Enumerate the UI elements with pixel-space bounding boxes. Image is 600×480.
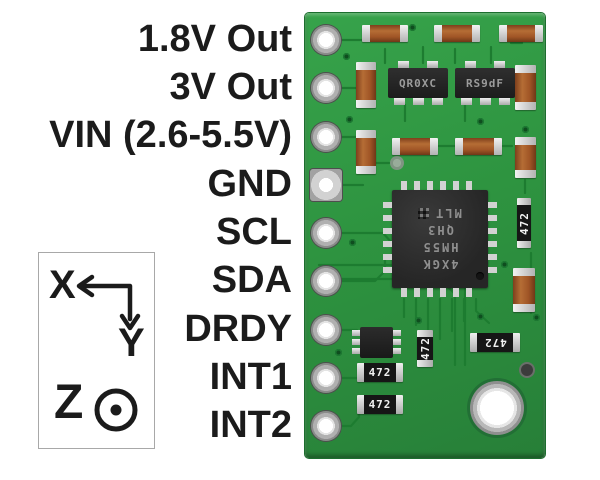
pin-hole-sda — [311, 266, 341, 296]
via — [346, 116, 353, 123]
capacitor — [356, 62, 376, 108]
resistor-472: 472 — [470, 333, 520, 352]
via — [343, 53, 350, 60]
z-axis-label: Z — [54, 376, 84, 429]
main-sensor-chip: 4XGK HM55 QH3 MLT — [383, 181, 497, 297]
resistor-472: 472 — [517, 198, 531, 248]
resistor-marking: 472 — [517, 211, 531, 235]
resistor-marking: 472 — [483, 336, 507, 349]
pcb-board: QR0XC RS9dF 4XGK HM55 QH3 MLT — [305, 13, 545, 458]
chip-marking: 4XGK HM55 QH3 MLT — [392, 190, 488, 288]
pin-label-drdy: DRDY — [184, 308, 292, 350]
pin-label-gnd: GND — [207, 163, 292, 205]
resistor-marking: 472 — [368, 398, 392, 411]
pin-label-3v-out: 3V Out — [169, 66, 292, 108]
pin-hole-scl — [311, 218, 341, 248]
fiducial-dot — [390, 156, 404, 170]
chip-pads-bottom — [401, 288, 479, 297]
tooling-dot — [521, 364, 533, 376]
axis-orientation-box: X Y Z — [38, 252, 155, 449]
chip-pads-left — [383, 202, 392, 276]
via — [522, 126, 529, 133]
pin-label-int2: INT2 — [209, 404, 292, 446]
pin-hole-3v — [311, 73, 341, 103]
via — [477, 118, 484, 125]
chip-pads-top — [401, 181, 479, 190]
voltage-regulator-chip-1: QR0XC — [388, 61, 448, 105]
capacitor — [515, 65, 536, 110]
pin-hole-vin — [311, 122, 341, 152]
resistor-marking: 472 — [368, 366, 392, 379]
resistor-472: 472 — [357, 363, 403, 382]
capacitor — [499, 25, 543, 42]
x-y-arrow-elbow — [77, 283, 133, 322]
resistor-marking: 472 — [418, 337, 432, 360]
resistor-472: 472 — [417, 330, 433, 367]
pin-hole-drdy — [311, 315, 341, 345]
pin-label-vin: VIN (2.6-5.5V) — [49, 114, 292, 156]
via — [501, 261, 508, 268]
capacitor — [356, 130, 376, 174]
capacitor — [515, 137, 536, 178]
regulator-1-marking: QR0XC — [398, 76, 438, 90]
via — [349, 239, 356, 246]
small-transistor-chip — [352, 327, 401, 358]
pin-hole-int2 — [311, 411, 341, 441]
chip-marking-line: MLT — [434, 206, 462, 221]
y-axis-arrowhead-icon — [119, 313, 141, 331]
chip-logo-mark — [418, 208, 430, 219]
pin-hole-gnd — [310, 169, 342, 201]
via — [533, 314, 540, 321]
chip-pin1-marker — [476, 272, 484, 280]
pin-label-1v8-out: 1.8V Out — [137, 18, 292, 60]
via — [409, 24, 416, 31]
capacitor — [434, 25, 480, 42]
resistor-472: 472 — [357, 395, 403, 414]
capacitor — [455, 138, 502, 155]
via — [335, 349, 342, 356]
regulator-2-marking: RS9dF — [465, 76, 505, 90]
chip-marking-line: QH3 — [426, 223, 454, 238]
capacitor — [362, 25, 408, 42]
pin-hole-int1 — [311, 363, 341, 393]
chip-marking-line: 4XGK — [421, 257, 459, 272]
axis-arrows-icon — [76, 274, 141, 432]
via — [477, 313, 484, 320]
chip-pads-right — [488, 202, 497, 276]
pin-label-scl: SCL — [216, 211, 292, 253]
capacitor — [513, 268, 535, 312]
z-axis-out-of-page-icon — [94, 388, 138, 432]
voltage-regulator-chip-2: RS9dF — [455, 61, 515, 105]
capacitor — [392, 138, 438, 155]
via — [415, 317, 422, 324]
pin-label-int1: INT1 — [209, 356, 292, 398]
x-axis-label: X — [49, 263, 76, 307]
pin-label-sda: SDA — [211, 259, 292, 301]
x-axis-arrowhead-icon — [76, 274, 95, 298]
mounting-hole — [470, 381, 524, 435]
pin-hole-1v8 — [311, 25, 341, 55]
z-axis-dot — [110, 404, 122, 416]
chip-marking-line: HM55 — [421, 240, 459, 255]
